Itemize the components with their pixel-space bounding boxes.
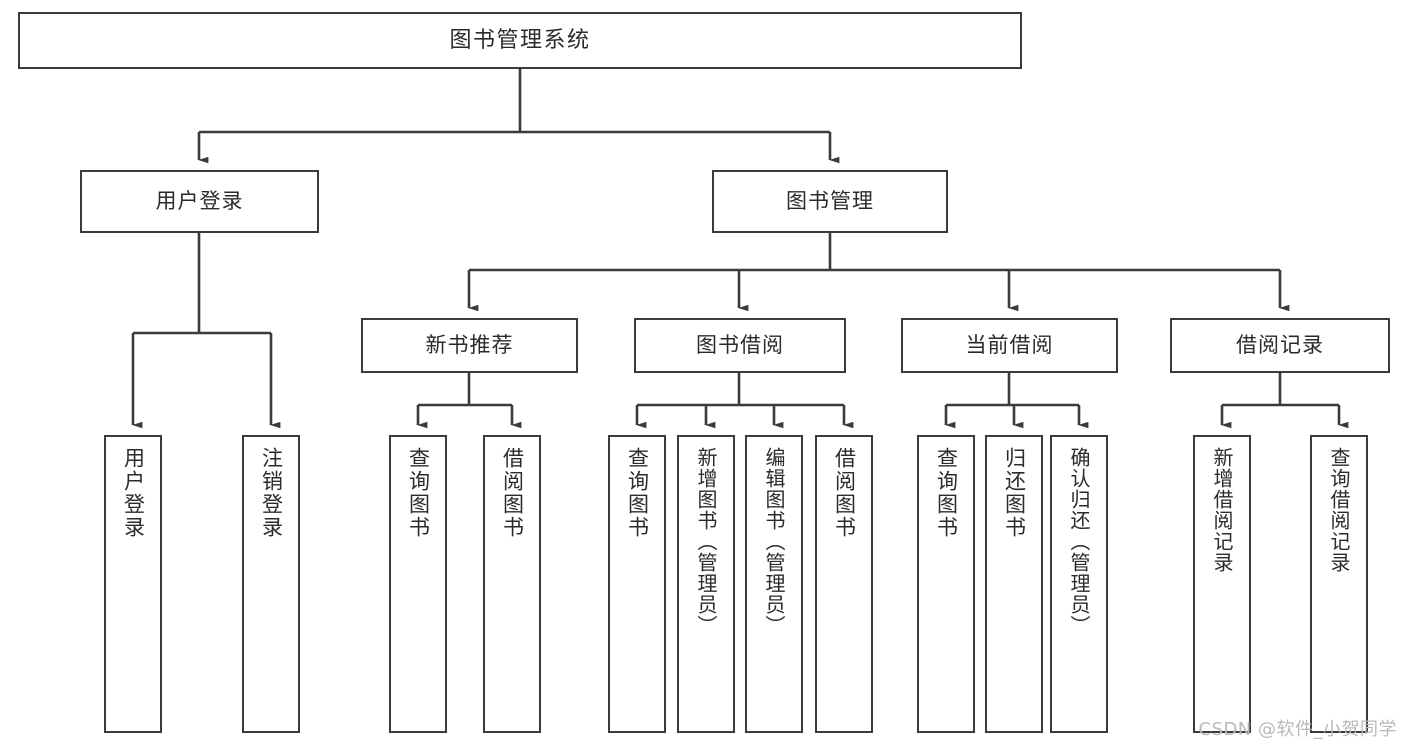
- node-label: 借阅图书: [832, 447, 857, 539]
- node-label: 注销登录: [259, 447, 284, 539]
- node-label: 查询借阅记录: [1327, 447, 1351, 573]
- node-label: 新书推荐: [425, 333, 514, 358]
- leaf-query-book-1[interactable]: 查询图书: [389, 435, 447, 733]
- node-label: 图书管理系统: [449, 27, 591, 53]
- node-label: 图书管理: [786, 189, 874, 214]
- node-user-login[interactable]: 用户登录: [80, 170, 319, 233]
- leaf-add-book[interactable]: 新增图书（管理员）: [677, 435, 735, 733]
- node-root-system[interactable]: 图书管理系统: [18, 12, 1022, 69]
- node-label: 确认归还（管理员）: [1067, 447, 1091, 636]
- leaf-user-login[interactable]: 用户登录: [104, 435, 162, 733]
- leaf-edit-book[interactable]: 编辑图书（管理员）: [745, 435, 803, 733]
- csdn-watermark: CSDN @软件_小贺同学: [1198, 719, 1397, 740]
- node-label: 归还图书: [1002, 447, 1027, 539]
- node-label: 查询图书: [625, 447, 650, 539]
- node-label: 当前借阅: [965, 333, 1054, 358]
- node-label: 用户登录: [155, 189, 244, 214]
- leaf-query-book-2[interactable]: 查询图书: [608, 435, 666, 733]
- node-label: 查询图书: [934, 447, 959, 539]
- leaf-return-book[interactable]: 归还图书: [985, 435, 1043, 733]
- node-new-book-recommend[interactable]: 新书推荐: [361, 318, 578, 373]
- leaf-borrow-book-1[interactable]: 借阅图书: [483, 435, 541, 733]
- leaf-add-record[interactable]: 新增借阅记录: [1193, 435, 1251, 733]
- node-current-borrow[interactable]: 当前借阅: [901, 318, 1118, 373]
- leaf-query-book-3[interactable]: 查询图书: [917, 435, 975, 733]
- node-label: 用户登录: [121, 447, 146, 539]
- leaf-user-logout[interactable]: 注销登录: [242, 435, 300, 733]
- node-book-borrow[interactable]: 图书借阅: [634, 318, 846, 373]
- node-label: 新增借阅记录: [1210, 447, 1234, 573]
- node-label: 借阅图书: [500, 447, 525, 539]
- node-book-manage[interactable]: 图书管理: [712, 170, 948, 233]
- node-label: 新增图书（管理员）: [694, 447, 718, 636]
- node-label: 借阅记录: [1236, 333, 1324, 358]
- node-label: 编辑图书（管理员）: [762, 447, 786, 636]
- node-borrow-record[interactable]: 借阅记录: [1170, 318, 1390, 373]
- leaf-confirm-return[interactable]: 确认归还（管理员）: [1050, 435, 1108, 733]
- leaf-query-record[interactable]: 查询借阅记录: [1310, 435, 1368, 733]
- node-label: 图书借阅: [696, 333, 784, 358]
- node-label: 查询图书: [406, 447, 431, 539]
- leaf-borrow-book-2[interactable]: 借阅图书: [815, 435, 873, 733]
